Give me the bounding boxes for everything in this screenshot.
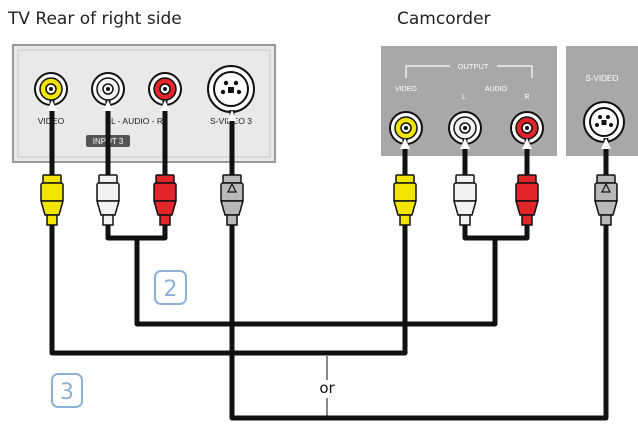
cable-lines: [49, 100, 609, 421]
cam-left-label: L: [462, 94, 466, 101]
output-label: OUTPUT: [458, 62, 489, 71]
tv-audio-label: L - AUDIO - R: [111, 116, 163, 126]
cam-right-label: R: [524, 94, 529, 101]
cam-video-plug: [393, 174, 417, 226]
step-3-label: 3: [60, 380, 74, 405]
cam-audio-left-plug: [453, 174, 477, 226]
camcorder-title: Camcorder: [397, 9, 491, 29]
step-2-badge: [154, 270, 187, 305]
tv-svideo-plug: [220, 174, 244, 226]
connection-arrows: [47, 100, 611, 149]
step-3-badge: [51, 373, 83, 408]
tv-video-plug: [40, 174, 64, 226]
tv-audio-right-plug: [153, 174, 177, 226]
cam-svideo-jack[interactable]: [583, 101, 625, 143]
cam-video-label: VIDEO: [395, 86, 417, 93]
tv-audio-left-plug: [96, 174, 120, 226]
or-label: or: [319, 379, 335, 397]
cam-svideo-label: S-VIDEO: [586, 74, 619, 83]
cam-svideo-plug: [594, 174, 618, 226]
tv-svideo-jack[interactable]: [207, 65, 255, 113]
step-2-label: 2: [164, 277, 178, 302]
tv-title: TV Rear of right side: [8, 9, 182, 29]
cam-audio-right-plug: [515, 174, 539, 226]
cam-audio-label: AUDIO: [485, 86, 508, 93]
